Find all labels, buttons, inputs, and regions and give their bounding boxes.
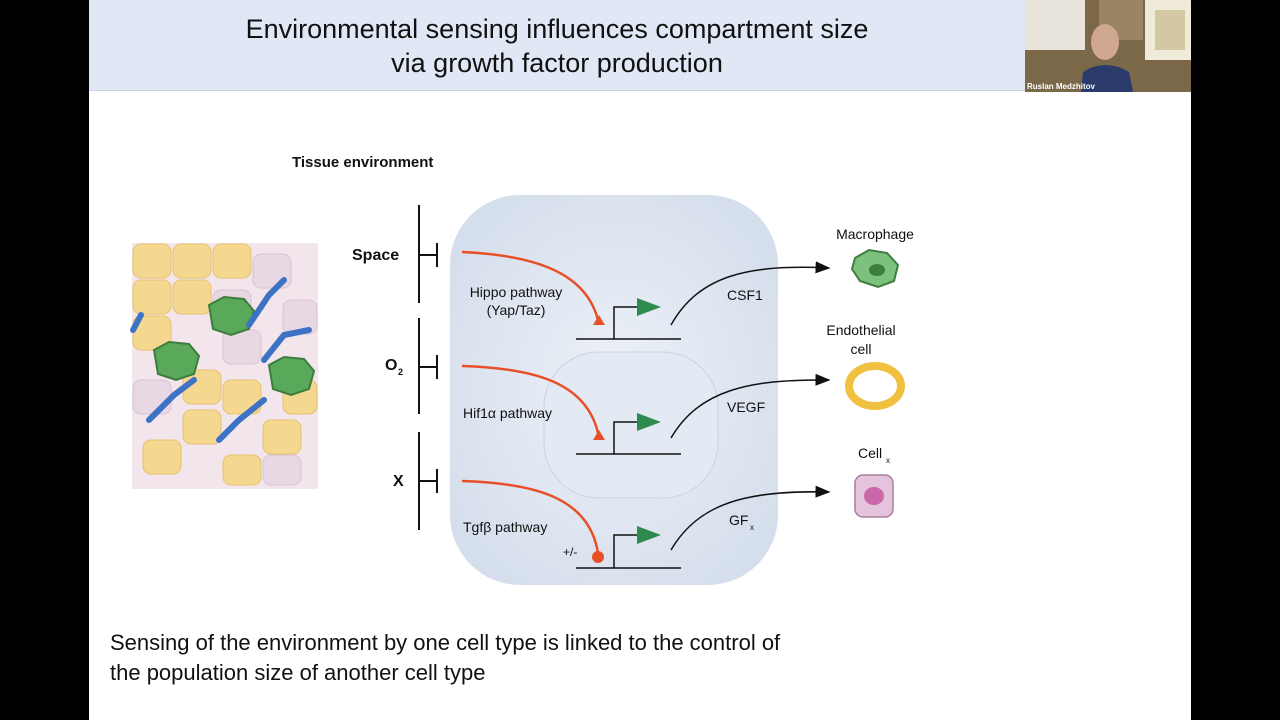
- slide-caption: Sensing of the environment by one cell t…: [110, 628, 1010, 688]
- macrophage-nucleus: [869, 264, 885, 276]
- slide-title-line1: Environmental sensing influences compart…: [245, 14, 869, 44]
- label-hif-pathway: Hif1α pathway: [463, 405, 552, 421]
- label-hippo-line2: (Yap/Taz): [487, 302, 546, 318]
- endothelial-cell: [845, 362, 905, 410]
- label-macrophage: Macrophage: [836, 226, 914, 242]
- participant-video-tile[interactable]: Ruslan Medzhitov: [1025, 0, 1191, 92]
- title-bar: Environmental sensing influences compart…: [89, 0, 1025, 91]
- signal-x: X: [393, 473, 404, 490]
- label-vegf: VEGF: [727, 399, 765, 415]
- participant-face: [1091, 24, 1119, 60]
- gene-arrows: [637, 298, 661, 544]
- signal-space: Space: [352, 247, 399, 264]
- label-endothelial-line1: Endothelial: [826, 322, 895, 338]
- label-cellx: Cell: [858, 445, 882, 461]
- cellx-nucleus: [864, 487, 884, 505]
- signal-o2-subscript: 2: [398, 367, 403, 377]
- pathway-curves: [461, 250, 601, 554]
- label-cellx-subscript: x: [886, 456, 890, 465]
- participant-shirt: [1081, 65, 1133, 92]
- label-gfx: GF: [729, 512, 748, 528]
- slide-title: Environmental sensing influences compart…: [89, 12, 1025, 80]
- diagram-heading: Tissue environment: [292, 154, 433, 171]
- tissue-illustration: [130, 243, 318, 489]
- participant-name: Ruslan Medzhitov: [1027, 82, 1096, 91]
- pathway-endpoints: [592, 315, 605, 563]
- caption-line2: the population size of another cell type: [110, 660, 486, 685]
- label-hippo-line1: Hippo pathway: [470, 284, 563, 300]
- gene-promoters: [576, 306, 681, 569]
- label-csf1: CSF1: [727, 287, 763, 303]
- slide: Environmental sensing influences compart…: [89, 0, 1191, 720]
- signal-o2: O: [385, 357, 397, 374]
- participant-video-feed: [1025, 0, 1191, 92]
- label-plus-minus: +/-: [563, 545, 577, 559]
- diagram: Tissue environment Space O 2 X: [130, 154, 914, 585]
- caption-line1: Sensing of the environment by one cell t…: [110, 630, 781, 655]
- label-tgf-pathway: Tgfβ pathway: [463, 519, 547, 535]
- label-gfx-subscript: x: [750, 523, 754, 532]
- secretion-arrows: [670, 261, 831, 551]
- signal-inhibitors: [418, 205, 438, 530]
- nucleus: [543, 351, 719, 499]
- label-endothelial-line2: cell: [850, 341, 871, 357]
- slide-title-line2: via growth factor production: [391, 48, 723, 78]
